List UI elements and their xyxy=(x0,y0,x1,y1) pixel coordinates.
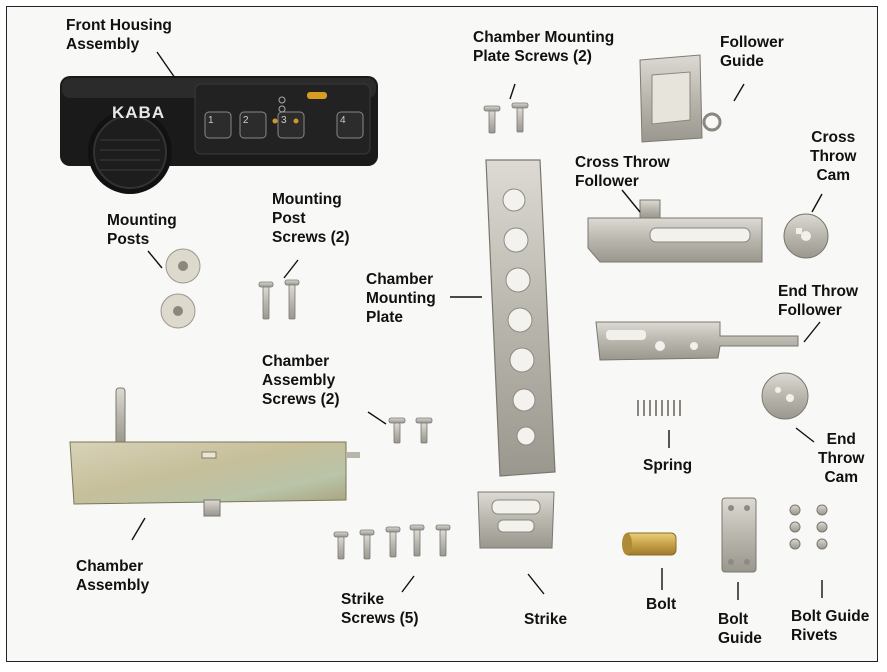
chamber-plate-screws xyxy=(483,102,529,134)
label-strike: Strike xyxy=(524,611,568,628)
mounting-posts xyxy=(160,248,201,329)
chamber-assembly-screws xyxy=(388,417,433,444)
label-mounting-posts: Mounting Posts xyxy=(107,212,177,248)
label-chamber-plate-screws: Chamber Mounting Plate Screws (2) xyxy=(473,29,615,65)
cross-throw-follower xyxy=(587,199,763,263)
label-follower-guide: Follower Guide xyxy=(720,34,784,70)
cross-throw-cam xyxy=(783,213,829,259)
label-chamber-assembly: Chamber Assembly xyxy=(76,558,150,594)
label-bolt-guide-rivets: Bolt Guide Rivets xyxy=(791,608,870,644)
label-mounting-post-screws: Mounting Post Screws (2) xyxy=(272,191,350,246)
chamber-assembly xyxy=(69,387,360,517)
key-2-label: 2 xyxy=(243,115,249,126)
label-spring: Spring xyxy=(643,457,693,474)
label-chamber-mounting-plate: Chamber Mounting Plate xyxy=(366,271,436,326)
label-cross-throw-cam: Cross Throw Cam xyxy=(810,129,857,184)
key-1-label: 1 xyxy=(208,115,214,126)
label-cross-throw-follower: Cross Throw Follower xyxy=(575,154,670,190)
chamber-mounting-plate xyxy=(485,159,556,477)
label-end-throw-cam: End Throw Cam xyxy=(818,431,865,486)
key-4-label: 4 xyxy=(340,115,346,126)
bolt-guide xyxy=(721,497,757,573)
strike xyxy=(477,491,555,549)
end-throw-follower xyxy=(595,321,799,361)
mounting-post-screws xyxy=(258,279,300,320)
label-bolt-guide: Bolt Guide xyxy=(718,611,762,647)
follower-guide xyxy=(639,54,722,143)
label-bolt: Bolt xyxy=(646,596,677,613)
label-end-throw-follower: End Throw Follower xyxy=(778,283,859,319)
bolt xyxy=(622,532,677,556)
label-chamber-assembly-screws: Chamber Assembly Screws (2) xyxy=(262,353,340,408)
end-throw-cam xyxy=(761,372,809,420)
spring xyxy=(637,400,681,416)
key-3-label: 3 xyxy=(281,115,287,126)
bolt-guide-rivets xyxy=(789,504,828,550)
strike-screws xyxy=(333,524,451,560)
front-housing-assembly: KABA 1 2 3 4 xyxy=(60,76,378,194)
label-front-housing-assembly: Front Housing Assembly xyxy=(66,17,172,53)
leader-lines xyxy=(131,51,823,600)
label-strike-screws: Strike Screws (5) xyxy=(341,591,419,627)
brand-text: KABA xyxy=(112,103,165,122)
